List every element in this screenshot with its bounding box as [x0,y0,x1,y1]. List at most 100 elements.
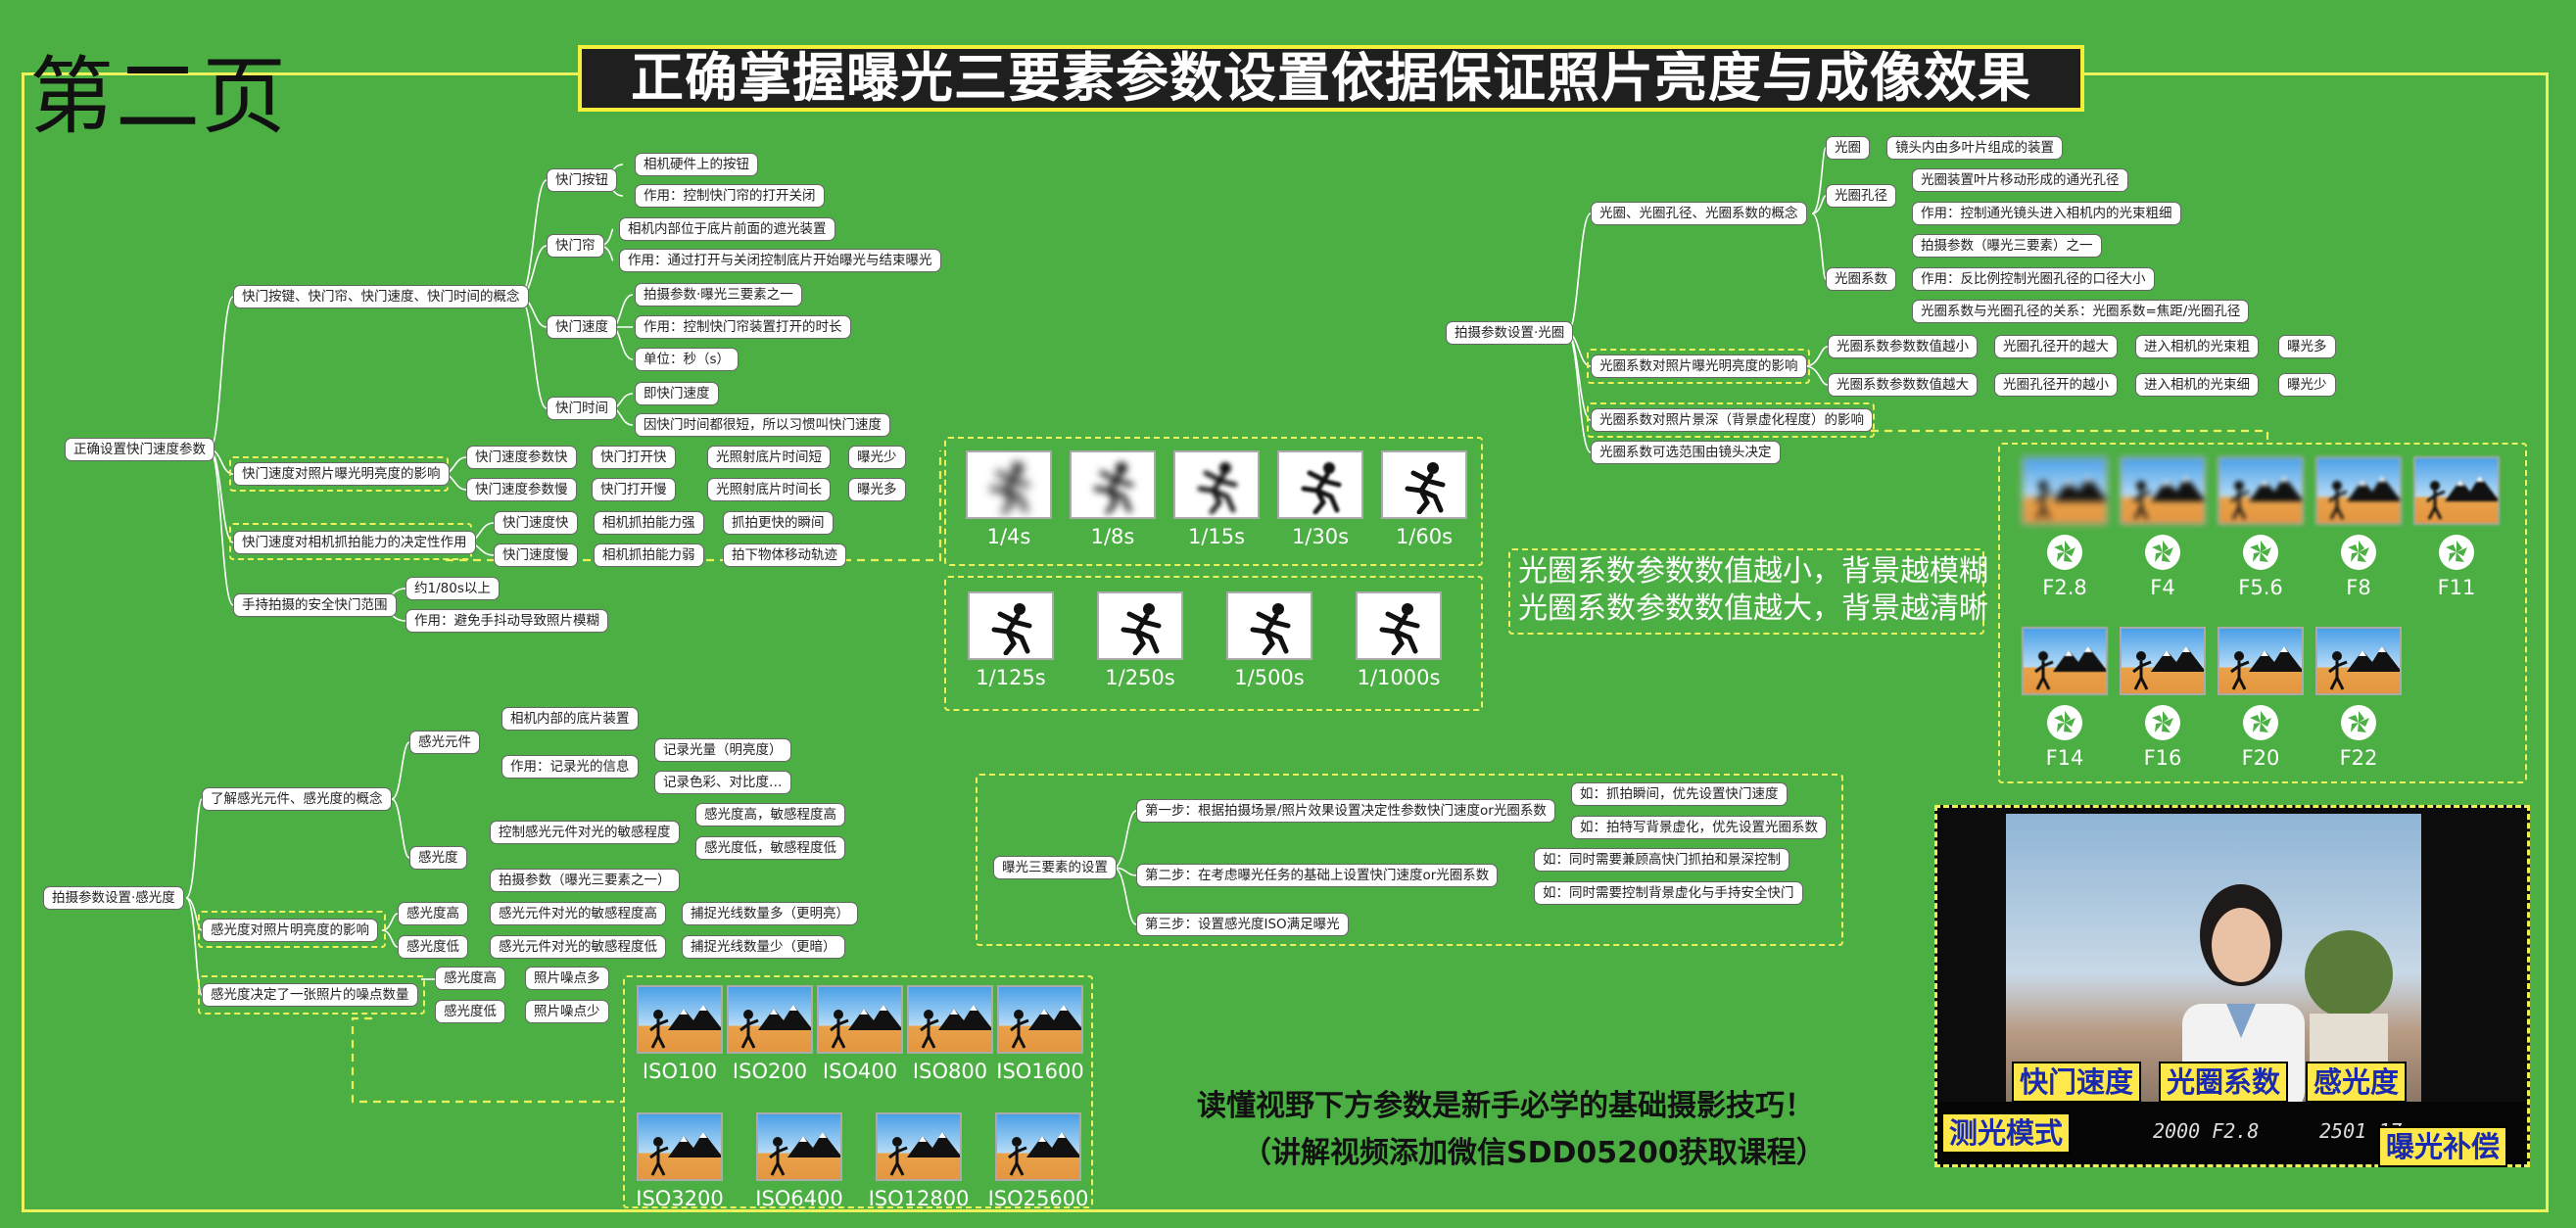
shutter-sample-label: 1/60s [1395,525,1454,548]
panel-iso-samples [623,975,1093,1208]
highlight-iso-noise [198,975,425,1015]
shutter-sample-label: 1/4s [986,525,1031,548]
node-shutter-slow-a: 快门打开慢 [592,478,676,501]
shutter-sample-thumbnail [1173,450,1260,519]
node-aperture-large-c: 曝光少 [2278,373,2336,397]
aperture-icon [2241,703,2280,742]
node-aperture-ap-a: 镜头内由多叶片组成的装置 [1886,136,2063,160]
aperture-sample-label: F2.8 [2042,576,2087,599]
iso-sample-label: ISO6400 [755,1187,843,1210]
node-aperture-range: 光圈系数可选范围由镜头决定 [1591,441,1781,464]
node-shutter-curtain: 快门帘 [547,234,604,258]
node-shutter-concept: 快门按键、快门帘、快门速度、快门时间的概念 [233,285,529,308]
node-iso-sensor-b: 作用：记录光的信息 [501,755,639,779]
shutter-sample-thumbnail [1070,450,1156,519]
shutter-sample-label: 1/250s [1105,666,1175,689]
node-iso-nhigh: 感光度高 [435,967,505,990]
node-iso-root: 拍摄参数设置·感光度 [43,886,184,910]
node-aperture-bright: 光圈系数对照片曝光明亮度的影响 [1591,354,1807,378]
node-shutter-cfast-a: 相机抓拍能力强 [594,511,704,535]
node-aperture-num-c: 光圈系数与光圈孔径的关系：光圈系数=焦距/光圈孔径 [1912,300,2250,323]
node-shutter-capture: 快门速度对相机抓拍能力的决定性作用 [233,531,476,554]
panel-shutter-samples-1 [944,437,1483,566]
node-exposure-step1-b: 如：拍特写背景虚化，优先设置光圈系数 [1571,816,1827,839]
node-aperture-small: 光圈系数参数数值越小 [1828,335,1978,358]
aperture-icon [2241,533,2280,572]
node-shutter-slow-c: 曝光多 [848,478,906,501]
node-shutter-cslow-a: 相机抓拍能力弱 [594,543,704,567]
node-shutter-speed-b: 作用：控制快门帘装置打开的时长 [635,315,851,339]
node-iso-high: 感光度高 [398,902,468,925]
node-iso-low-a: 感光元件对光的敏感程度低 [490,935,666,959]
node-shutter-cfast-b: 抓拍更快的瞬间 [723,511,834,535]
tag-aperture: 光圈系数 [2159,1062,2289,1103]
aperture-icon [2143,703,2182,742]
viewfinder-photo: 2000 F2.8 2501 17 [1934,805,2530,1167]
readout-left: 2000 F2.8 [2153,1119,2260,1143]
node-shutter-slow: 快门速度参数慢 [466,478,577,501]
aperture-sample-thumbnail [2022,456,2108,525]
node-iso-concept: 了解感光元件、感光度的概念 [202,787,392,811]
node-exposure-step3: 第三步：设置感光度ISO满足曝光 [1136,913,1349,936]
shutter-sample-label: 1/8s [1090,525,1135,548]
node-aperture-large-b: 进入相机的光束细 [2135,373,2259,397]
aperture-icon [2143,533,2182,572]
node-shutter-time-a: 即快门速度 [635,382,719,405]
shutter-sample-thumbnail [1381,450,1467,519]
node-aperture-num: 光圈系数 [1826,267,1896,291]
node-shutter-curtain-a: 相机内部位于底片前面的遮光装置 [619,217,835,241]
aperture-icon [2339,703,2378,742]
highlight-aperture-dof [1587,402,1875,438]
aperture-icon [2339,533,2378,572]
node-aperture-large-a: 光圈孔径开的越小 [1994,373,2118,397]
node-iso-sensor-b2: 记录色彩、对比度… [654,771,791,794]
node-aperture-hole: 光圈孔径 [1826,184,1896,208]
node-iso-low-b: 捕捉光线数量少（更暗） [682,935,845,959]
node-shutter-speed-c: 单位：秒（s） [635,348,739,371]
shutter-sample-thumbnail [968,591,1054,660]
promo-line-2: （讲解视频添加微信SDD05200获取课程） [1242,1136,1826,1170]
node-aperture-root: 拍摄参数设置·光圈 [1446,321,1574,345]
shutter-sample-label: 1/125s [976,666,1046,689]
node-exposure-step1-a: 如：抓拍瞬间，优先设置快门速度 [1571,782,1788,806]
node-iso-high-a: 感光元件对光的敏感程度高 [490,902,666,925]
node-shutter-button: 快门按钮 [547,168,617,192]
node-iso-sensor-a: 相机内部的底片装置 [501,707,639,731]
aperture-sample-label: F14 [2045,746,2084,770]
aperture-sample-thumbnail [2120,456,2206,525]
node-shutter-curtain-b: 作用：通过打开与关闭控制底片开始曝光与结束曝光 [619,249,941,272]
tag-iso: 感光度 [2306,1062,2408,1103]
iso-sample-thumbnail [876,1112,962,1181]
node-shutter-fast: 快门速度参数快 [466,446,577,469]
iso-sample-label: ISO1600 [996,1060,1084,1083]
node-shutter-safe-b: 作用：避免手抖动导致照片模糊 [405,609,608,633]
node-iso-level-a1: 感光度高，敏感程度高 [695,803,845,827]
node-iso-nlow: 感光度低 [435,1000,505,1023]
node-aperture-small-c: 曝光多 [2278,335,2336,358]
iso-sample-label: ISO100 [642,1060,718,1083]
node-shutter-cfast: 快门速度快 [494,511,578,535]
iso-sample-label: ISO25600 [987,1187,1089,1210]
tag-metering: 测光模式 [1941,1112,2072,1154]
node-iso-sensor-b1: 记录光量（明亮度） [654,738,791,762]
iso-sample-label: ISO200 [732,1060,808,1083]
shutter-sample-label: 1/15s [1187,525,1246,548]
aperture-sample-label: F20 [2241,746,2280,770]
node-shutter-fast-c: 曝光少 [848,446,906,469]
node-iso-low: 感光度低 [398,935,468,959]
iso-sample-thumbnail [997,985,1083,1054]
node-shutter-button-b: 作用：控制快门帘的打开关闭 [635,184,825,208]
page-label: 第二页 [29,48,288,146]
node-shutter-button-a: 相机硬件上的按钮 [635,153,758,176]
shutter-sample-thumbnail [1226,591,1312,660]
aperture-sample-thumbnail [2218,627,2304,695]
aperture-note-1: 光圈系数参数数值越小，背景越模糊 [1518,554,1988,589]
node-exposure-root: 曝光三要素的设置 [993,856,1117,879]
aperture-sample-thumbnail [2315,456,2402,525]
shutter-sample-thumbnail [1356,591,1442,660]
iso-sample-thumbnail [637,985,723,1054]
node-aperture-num-a: 拍摄参数（曝光三要素）之一 [1912,234,2102,258]
node-aperture-hole-b: 作用：控制通光镜头进入相机内的光束粗细 [1912,202,2181,225]
node-shutter-speed-a: 拍摄参数·曝光三要素之一 [635,283,802,307]
shutter-sample-label: 1/500s [1234,666,1305,689]
